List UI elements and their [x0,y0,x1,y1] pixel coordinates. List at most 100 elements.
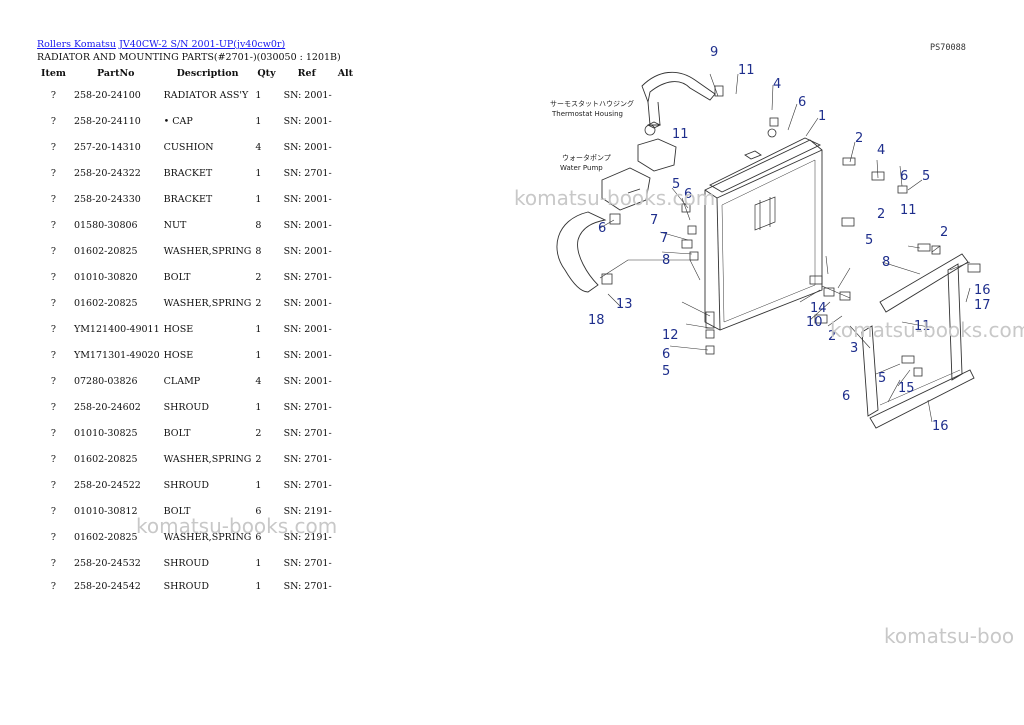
qty-cell: 6 [255,505,262,517]
qty-cell: 4 [255,375,262,387]
callout-number: 2 [828,329,836,344]
shroud-side-shape-2 [861,325,879,417]
partno-cell: 258-20-24322 [73,167,141,179]
alt-cell [334,446,357,472]
partno-cell: 258-20-24542 [73,580,141,592]
partno-cell: 01010-30812 [73,505,138,517]
callout-number: 6 [842,389,850,404]
description-cell: BOLT [163,271,191,283]
item-cell: ? [50,557,57,569]
callout-number: 5 [672,177,680,192]
callout-number: 5 [865,233,873,248]
description-cell: WASHER,SPRING [163,531,252,543]
partno-cell: 257-20-14310 [73,141,141,153]
breadcrumb-link-brand[interactable]: Rollers Komatsu [37,39,117,50]
item-cell: ? [50,531,57,543]
alt-cell [334,108,357,134]
ref-cell: SN: 2001- [283,349,332,361]
item-cell: ? [50,219,57,231]
description-cell: HOSE [163,349,194,361]
ref-cell: SN: 2701- [283,453,332,465]
description-cell: WASHER,SPRING [163,453,252,465]
description-cell: NUT [163,219,187,231]
callout-number: 4 [877,143,885,158]
item-cell: ? [50,375,57,387]
callout-number: 12 [662,328,679,343]
qty-cell: 2 [255,271,262,283]
item-cell: ? [50,479,57,491]
item-cell: ? [50,115,57,127]
alt-cell [334,160,357,186]
item-cell: ? [50,505,57,517]
col-header-partno: PartNo [97,67,135,79]
partno-cell: 258-20-24522 [73,479,141,491]
callout-number: 2 [877,207,885,222]
alt-cell [334,524,357,550]
callout-number: 7 [660,231,668,246]
callout-number: 6 [900,169,908,184]
upper-hose-end [647,101,661,126]
item-cell: ? [50,245,57,257]
item-cell: ? [50,323,57,335]
alt-cell [334,264,357,290]
item-cell: ? [50,349,57,361]
alt-cell [334,368,357,394]
qty-cell: 1 [255,479,262,491]
qty-cell: 1 [255,193,262,205]
ref-cell: SN: 2001- [283,89,332,101]
table-header-row: Item PartNo Description Qty Ref Alt [37,64,357,82]
qty-cell: 1 [255,349,262,361]
ref-cell: SN: 2191- [283,505,332,517]
partno-cell: 01602-20825 [73,245,138,257]
page-title: RADIATOR AND MOUNTING PARTS(#2701-)(0300… [37,52,341,63]
item-cell: ? [50,271,57,283]
col-header-qty: Qty [257,67,276,79]
ref-cell: SN: 2001- [283,141,332,153]
description-cell: CLAMP [163,375,201,387]
qty-cell: 1 [255,401,262,413]
partno-cell: 01580-30806 [73,219,138,231]
callout-number: 16 [932,419,949,434]
callout-number: 11 [738,63,755,78]
description-cell: BOLT [163,427,191,439]
alt-cell [334,186,357,212]
callout-number: 11 [914,319,931,334]
description-cell: CUSHION [163,141,214,153]
partno-cell: 01602-20825 [73,531,138,543]
callout-number: 6 [684,187,692,202]
upper-hose-shape [641,71,716,104]
callout-number: 5 [922,169,930,184]
alt-cell [334,342,357,368]
alt-cell [334,134,357,160]
alt-cell [334,576,357,596]
partno-cell: 01602-20825 [73,453,138,465]
callout-number: 2 [940,225,948,240]
qty-cell: 1 [255,89,262,101]
callout-number: 8 [662,253,670,268]
alt-cell [334,238,357,264]
qty-cell: 1 [255,557,262,569]
breadcrumb-link-model[interactable]: JV40CW-2 S/N 2001-UP(jv40cw0r) [119,39,286,50]
qty-cell: 8 [255,245,262,257]
description-cell: BRACKET [163,167,213,179]
callout-number: 10 [806,315,823,330]
description-cell: HOSE [163,323,194,335]
callout-number: 9 [710,45,718,60]
alt-cell [334,82,357,108]
item-cell: ? [50,89,57,101]
ref-cell: SN: 2701- [283,167,332,179]
alt-cell [334,498,357,524]
callout-number: 11 [672,127,689,142]
callout-number: 4 [773,77,781,92]
partno-cell: 01010-30825 [73,427,138,439]
qty-cell: 1 [255,115,262,127]
